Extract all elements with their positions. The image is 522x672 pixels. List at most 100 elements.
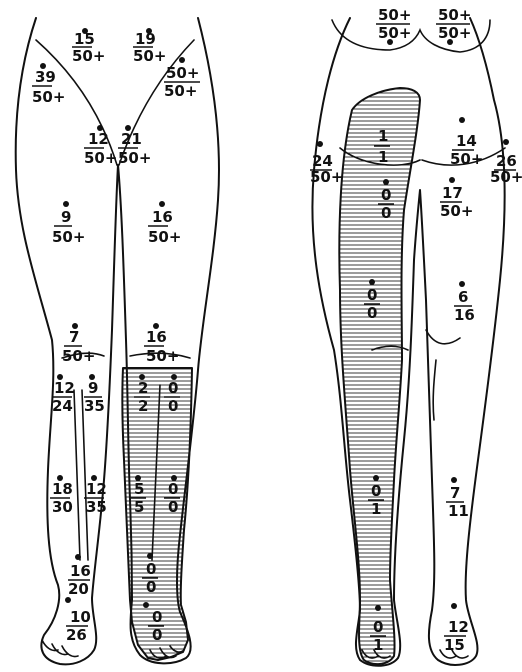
front-point-den: 30: [52, 498, 73, 516]
back-point-den: 16: [454, 306, 475, 324]
front-point: 15 50+: [72, 28, 105, 65]
front-point-num: 15: [74, 30, 95, 48]
back-point-num: 0: [371, 482, 381, 500]
back-point: 14 50+: [450, 117, 483, 168]
front-point: 16 50+: [144, 323, 179, 365]
front-point-den: 50+: [52, 228, 85, 246]
front-point: 7 50+: [62, 323, 95, 365]
back-point-num: 50+: [378, 6, 411, 24]
front-point-den: 50+: [146, 347, 179, 365]
front-point-den: 0: [168, 397, 178, 415]
back-point-num: 6: [458, 288, 468, 306]
front-view: 15 50+ 19 50+ 39 50+ 50+ 50+ 12 50+: [16, 18, 219, 664]
front-point-num: 16: [146, 328, 167, 346]
front-point-den: 50+: [84, 149, 117, 167]
front-point-den: 20: [68, 580, 89, 598]
front-point-den: 24: [52, 397, 73, 415]
front-point-den: 0: [168, 498, 178, 516]
front-point-num: 18: [52, 480, 73, 498]
back-point: 26 50+: [490, 139, 522, 186]
front-point: 39 50+: [32, 63, 65, 106]
front-point: 16 20: [68, 554, 91, 598]
front-point-num: 16: [70, 562, 91, 580]
front-point: 9 35: [84, 374, 105, 415]
back-point-num: 12: [448, 618, 469, 636]
back-point-num: 50+: [438, 6, 471, 24]
front-point: 12 35: [84, 475, 107, 516]
back-point-den: 11: [448, 502, 469, 520]
back-point-den: 50+: [310, 168, 343, 186]
front-point-den: 50+: [118, 149, 151, 167]
front-point-den: 50+: [133, 47, 166, 65]
front-point-num: 39: [35, 68, 56, 86]
front-point: 19 50+: [133, 28, 166, 65]
back-point-den: 0: [367, 304, 377, 322]
back-view: 50+ 50+ 50+ 50+ 1 1 14 50+ 24 50+: [310, 6, 522, 666]
back-point-den: 1: [371, 500, 381, 518]
front-point-den: 50+: [164, 82, 197, 100]
front-point-num: 16: [152, 208, 173, 226]
back-point-den: 50+: [378, 24, 411, 42]
back-point-den: 1: [373, 636, 383, 654]
back-point: 50+ 50+: [436, 6, 471, 45]
back-point-den: 50+: [440, 202, 473, 220]
front-point-num: 0: [146, 560, 156, 578]
front-left-shin-line-2: [82, 390, 88, 560]
front-point-den: 5: [134, 498, 144, 516]
front-point-den: 35: [84, 397, 105, 415]
front-point-den: 50+: [62, 347, 95, 365]
front-point-den: 50+: [32, 88, 65, 106]
front-point: 21 50+: [118, 125, 151, 167]
front-point-num: 12: [86, 480, 107, 498]
front-point: 18 30: [50, 475, 73, 516]
back-point: 12 15: [444, 603, 469, 654]
front-point-num: 0: [168, 379, 178, 397]
front-point-num: 21: [121, 130, 142, 148]
front-legs-outline: [16, 18, 219, 664]
front-point: 12 50+: [84, 125, 117, 167]
front-point-den: 50+: [72, 47, 105, 65]
back-point: 17 50+: [440, 177, 473, 220]
back-point: 24 50+: [310, 141, 343, 186]
back-point-den: 50+: [490, 168, 522, 186]
front-point-den: 2: [138, 397, 148, 415]
front-point-den: 26: [66, 626, 87, 644]
front-point-num: 0: [168, 480, 178, 498]
front-point-num: 19: [135, 30, 156, 48]
front-left-shin-line: [74, 390, 80, 560]
back-point-num: 0: [367, 286, 377, 304]
back-right-knee-vertical: [433, 360, 436, 420]
front-point-num: 7: [69, 328, 79, 346]
front-point: 9 50+: [52, 201, 85, 246]
back-point: 7 11: [446, 477, 469, 520]
front-point-num: 0: [152, 608, 162, 626]
front-point-num: 2: [138, 379, 148, 397]
front-point-num: 12: [54, 379, 75, 397]
back-point: 50+ 50+: [376, 6, 411, 45]
back-point-num: 7: [450, 484, 460, 502]
front-point-num: 10: [70, 608, 91, 626]
front-point-den: 35: [86, 498, 107, 516]
back-point-den: 1: [378, 148, 388, 166]
back-point: 6 16: [454, 281, 475, 324]
back-right-knee-crease: [426, 330, 460, 344]
back-point-num: 14: [456, 132, 477, 150]
front-point: 10 26: [65, 597, 91, 644]
back-point-num: 0: [381, 186, 391, 204]
back-point-den: 15: [444, 636, 465, 654]
back-point-den: 50+: [438, 24, 471, 42]
front-point: 50+ 50+: [164, 57, 200, 100]
front-point: 12 24: [52, 374, 75, 415]
front-point-den: 50+: [148, 228, 181, 246]
front-point-num: 12: [88, 130, 109, 148]
front-point-den: 0: [146, 578, 156, 596]
back-point-num: 17: [442, 184, 463, 202]
front-point-num: 5: [134, 480, 144, 498]
front-point-den: 0: [152, 626, 162, 644]
back-point-den: 50+: [450, 150, 483, 168]
back-point-num: 0: [373, 618, 383, 636]
front-point: 16 50+: [148, 201, 181, 246]
front-point-num: 9: [61, 208, 71, 226]
back-point-num: 1: [378, 127, 388, 145]
